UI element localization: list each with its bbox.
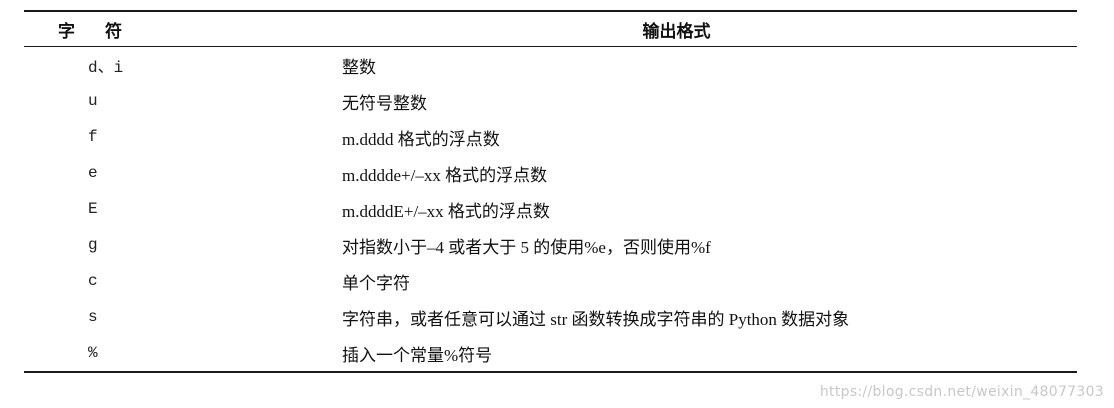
table-top-rule [24,10,1077,12]
cell-output: 对指数小于–4 或者大于 5 的使用%e，否则使用%f [342,237,711,257]
cell-output: m.ddddE+/–xx 格式的浮点数 [342,201,550,221]
table-header-rule [24,46,1077,47]
table-row: u 无符号整数 [24,83,1077,119]
table-bottom-rule [24,371,1077,373]
header-output-format: 输出格式 [642,21,711,42]
cell-output: 插入一个常量%符号 [342,345,493,365]
cell-output: m.dddd 格式的浮点数 [342,129,500,149]
table-row: d、i 整数 [24,47,1077,83]
table-row: c 单个字符 [24,263,1077,299]
watermark-url: https://blog.csdn.net/weixin_48077303 [819,384,1104,400]
header-char: 字符 [24,17,156,42]
cell-char: c [88,272,98,290]
cell-output: m.dddde+/–xx 格式的浮点数 [342,165,548,185]
cell-char: E [88,200,98,218]
cell-char: u [88,92,98,110]
cell-char: s [88,308,98,326]
table-row: % 插入一个常量%符号 [24,335,1077,371]
cell-char: g [88,236,98,254]
table-header-row: 字符 输出格式 [24,12,1077,46]
table-row: g 对指数小于–4 或者大于 5 的使用%e，否则使用%f [24,227,1077,263]
table-row: s 字符串，或者任意可以通过 str 函数转换成字符串的 Python 数据对象 [24,299,1077,335]
header-char-part-2: 符 [105,21,122,42]
format-specifier-table: 字符 输出格式 d、i 整数 u 无符号整数 f m.dddd 格式的浮点数 e… [24,10,1077,373]
cell-output: 单个字符 [342,273,410,293]
table-body: d、i 整数 u 无符号整数 f m.dddd 格式的浮点数 e m.dddde… [24,47,1077,371]
cell-char: e [88,164,98,182]
cell-char: % [88,344,98,362]
cell-output: 整数 [342,57,376,77]
table-row: e m.dddde+/–xx 格式的浮点数 [24,155,1077,191]
table-row: E m.ddddE+/–xx 格式的浮点数 [24,191,1077,227]
cell-output: 字符串，或者任意可以通过 str 函数转换成字符串的 Python 数据对象 [342,309,850,329]
cell-char: d、i [88,59,124,77]
header-char-part-1: 字 [58,21,75,42]
cell-output: 无符号整数 [342,93,427,113]
cell-char: f [88,128,98,146]
table-row: f m.dddd 格式的浮点数 [24,119,1077,155]
